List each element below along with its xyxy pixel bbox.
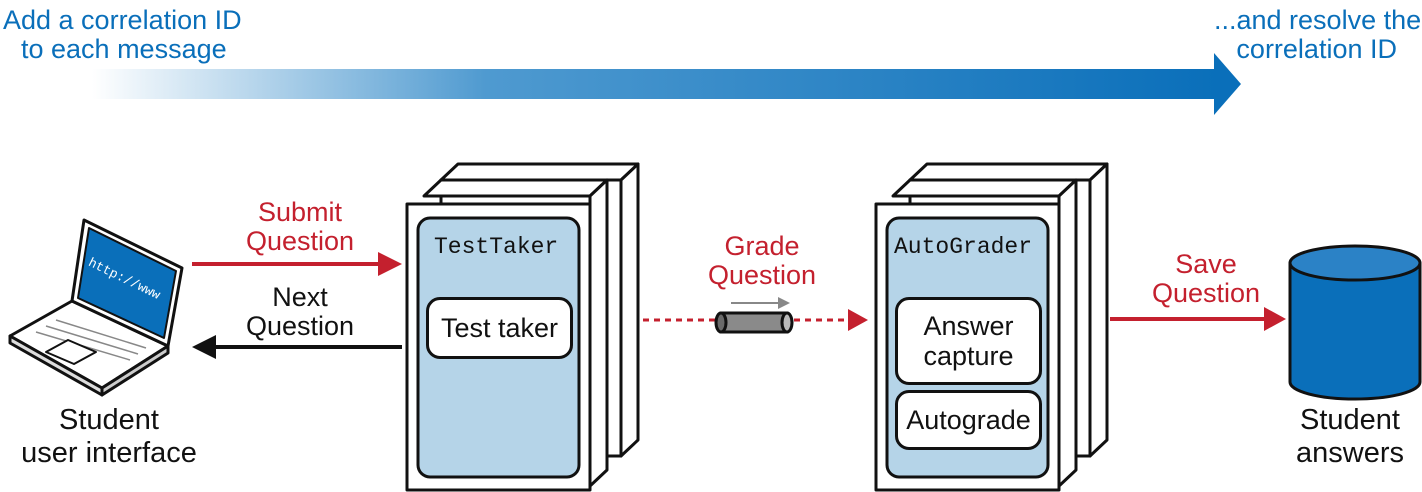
submit-label-line-1: Submit	[257, 197, 343, 227]
student-answers-caption-line-2: answers	[1296, 437, 1404, 469]
save-label-line-2: Question	[1151, 278, 1261, 308]
student-answers-caption: Student answers	[1280, 404, 1420, 470]
answer-capture-component: Answer capture	[895, 297, 1042, 385]
database-icon	[1288, 244, 1422, 401]
banner-right-text: ...and resolve the correlation ID	[1214, 5, 1422, 64]
banner-left-text: Add a correlation ID to each message	[3, 6, 242, 64]
correlation-banner-arrow	[92, 53, 1241, 115]
submit-question-arrow	[192, 252, 402, 276]
autograde-component: Autograde	[895, 390, 1042, 450]
banner-left-line-2: to each message	[21, 34, 227, 64]
submit-label-line-2: Question	[245, 226, 355, 256]
banner-right-line-1: ...and resolve the	[1214, 5, 1422, 35]
laptop-icon	[8, 218, 184, 397]
answer-capture-label: Answer capture	[923, 311, 1014, 371]
save-question-arrow	[1110, 307, 1286, 331]
message-queue-pipe-icon	[714, 311, 794, 334]
grade-question-label: Grade Question	[692, 232, 832, 290]
save-label-line-1: Save	[1175, 249, 1237, 279]
next-question-arrow	[192, 335, 402, 359]
grade-question-connector	[643, 309, 868, 331]
next-label-line-1: Next	[272, 282, 328, 312]
test-taker-title: TestTaker	[434, 234, 559, 260]
message-flow-small-arrow	[731, 297, 790, 309]
next-label-line-2: Question	[245, 311, 355, 341]
student-ui-caption-line-2: user interface	[21, 437, 197, 469]
save-question-label: Save Question	[1136, 250, 1276, 308]
student-ui-caption-line-1: Student	[59, 404, 159, 436]
banner-left-line-1: Add a correlation ID	[3, 5, 242, 35]
next-question-label: Next Question	[230, 283, 370, 341]
student-answers-caption-line-1: Student	[1300, 404, 1400, 436]
test-taker-component: Test taker	[426, 297, 573, 359]
banner-right-line-2: correlation ID	[1236, 34, 1397, 64]
auto-grader-title: AutoGrader	[894, 234, 1033, 260]
submit-question-label: Submit Question	[230, 198, 370, 256]
student-ui-caption: Student user interface	[0, 404, 218, 470]
grade-label-line-1: Grade	[724, 231, 800, 261]
test-taker-component-label: Test taker	[440, 313, 559, 343]
grade-label-line-2: Question	[707, 260, 817, 290]
autograde-label: Autograde	[906, 405, 1031, 435]
